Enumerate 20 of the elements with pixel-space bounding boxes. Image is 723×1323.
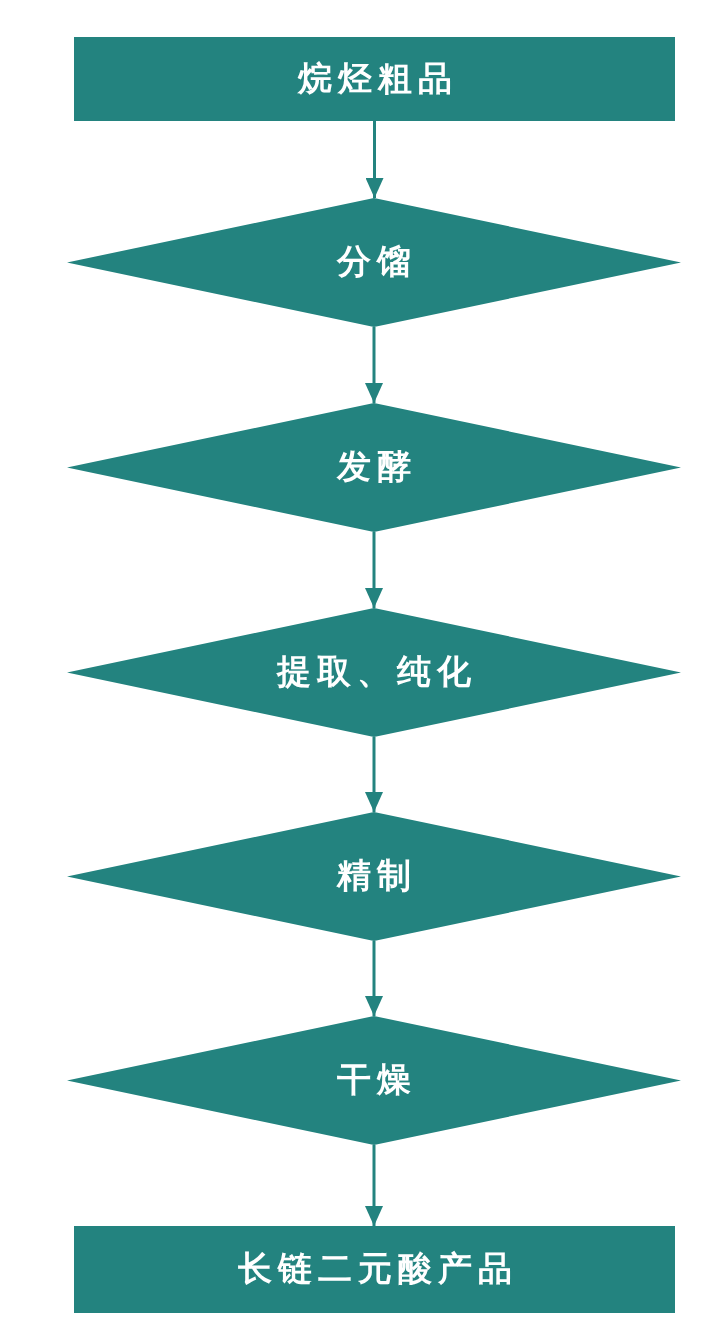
step-label: 干燥 [336, 1060, 417, 1101]
step-label: 精制 [335, 856, 417, 897]
process-diamond [67, 812, 681, 941]
step-label: 提取、纯化 [275, 652, 477, 693]
process-diamond [67, 608, 681, 737]
step-label: 长链二元酸产品 [236, 1249, 518, 1290]
step-label: 烷烃粗品 [296, 58, 458, 99]
arrow [365, 1145, 383, 1226]
process-box [74, 37, 675, 121]
arrow [365, 532, 383, 608]
arrow [365, 941, 383, 1016]
process-diamond [67, 403, 681, 532]
step-label: 分馏 [335, 242, 417, 283]
process-box [74, 1226, 675, 1313]
arrow [365, 737, 383, 812]
arrow [365, 327, 383, 403]
step-label: 发酵 [335, 447, 417, 488]
arrow [365, 121, 384, 198]
process-diamond [67, 1016, 681, 1145]
process-diamond [67, 198, 681, 327]
